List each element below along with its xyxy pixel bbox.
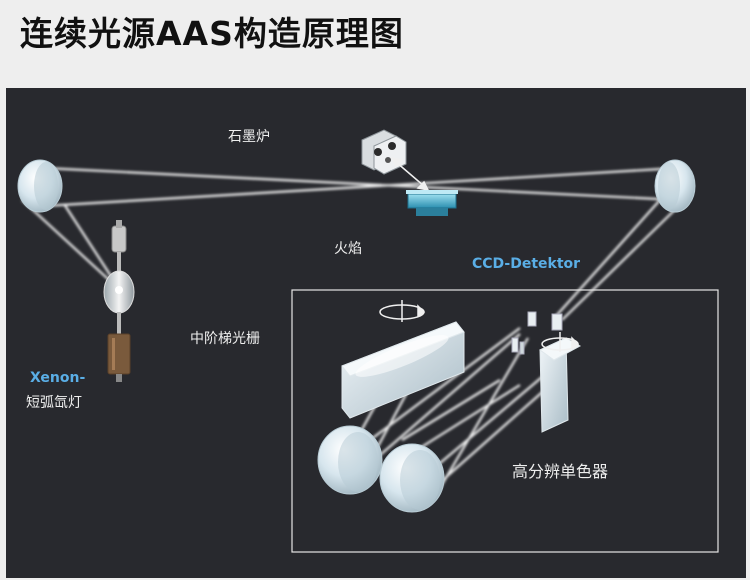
camera-mirror: [379, 443, 445, 513]
collimator-mirror: [317, 425, 383, 495]
monochromator-label: 高分辨单色器: [512, 462, 609, 481]
rotation-arrow-icon: [541, 332, 580, 352]
page-title: 连续光源AAS构造原理图: [20, 14, 404, 53]
xenon-lamp-label: 短弧氙灯: [26, 395, 82, 411]
swap-arrow-icon: [390, 156, 430, 192]
rotation-arrow-icon: [379, 300, 426, 322]
echelle-grating-label: 中阶梯光栅: [190, 331, 260, 347]
xenon-label: Xenon-: [30, 370, 86, 386]
flame-burner: [406, 190, 458, 216]
graphite-furnace-label: 石墨炉: [228, 129, 270, 145]
echelle-grating: [341, 321, 465, 419]
monochromator-frame: [291, 289, 719, 553]
flame-label: 火焰: [334, 241, 362, 257]
left-mirror: [17, 159, 63, 213]
entrance-slit: [511, 311, 563, 355]
xenon-lamp: [103, 220, 135, 382]
light-beams: [21, 166, 691, 489]
right-mirror: [654, 159, 696, 213]
ccd-detector-label: CCD-Detektor: [472, 256, 581, 272]
